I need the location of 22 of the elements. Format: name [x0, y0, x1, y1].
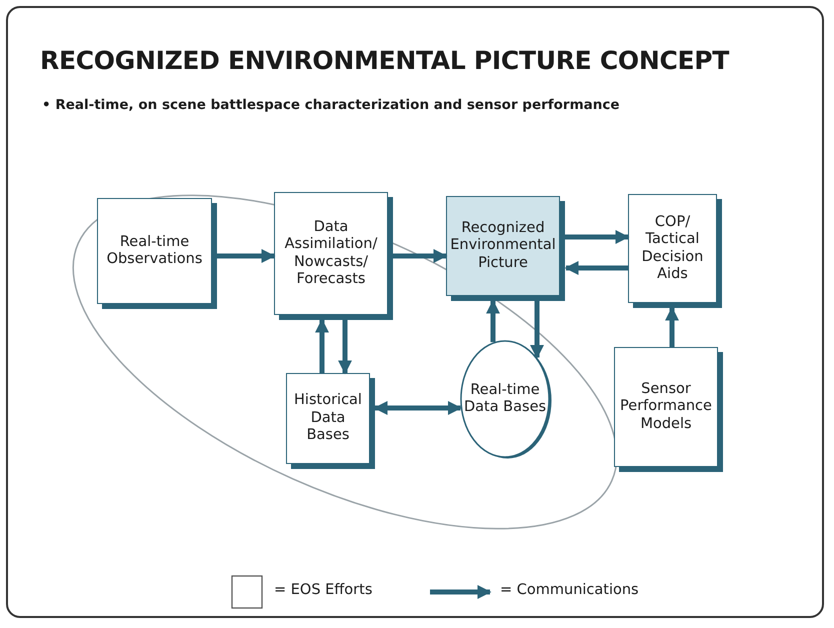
node-label: Sensor Performance Models [619, 380, 713, 434]
arrow [665, 306, 679, 347]
node-label: Data Assimilation/ Nowcasts/ Forecasts [284, 218, 378, 289]
arrow [530, 301, 544, 359]
database-ellipse [460, 340, 550, 458]
legend-label: = EOS Efforts [274, 582, 372, 598]
arrow [338, 320, 352, 374]
node-label: COP/ Tactical Decision Aids [640, 212, 704, 284]
node-label: Historical Data Bases [293, 391, 363, 446]
arrow [565, 230, 630, 244]
node-label: Real-time Observations [106, 232, 204, 269]
title: RECOGNIZED ENVIRONMENTAL PICTURE CONCEPT [40, 46, 730, 75]
subtitle-bullet: • Real-time, on scene battlespace characterization and sensor performance [42, 97, 620, 113]
arrow [217, 249, 276, 263]
node-label: Recognized Environmental Picture [449, 218, 557, 273]
node-label: Real-time Data Bases [462, 380, 548, 417]
arrow [374, 401, 462, 415]
arrow [564, 261, 628, 275]
arrow [486, 300, 500, 342]
legend-label: = Communications [500, 582, 639, 598]
arrow [315, 318, 329, 373]
arrow [393, 249, 448, 263]
